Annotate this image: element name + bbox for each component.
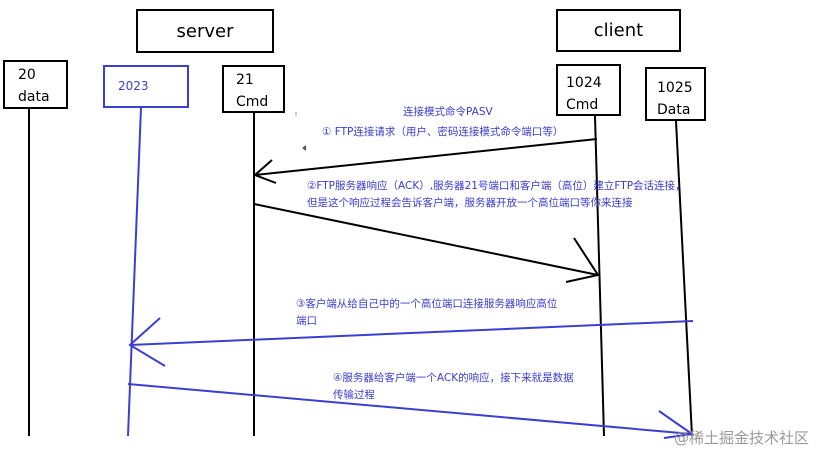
note-step2: ②FTP服务器响应（ACK）,服务器21号端口和客户端（高位）建立FTP会话连接… xyxy=(307,180,686,209)
port-20-box: 20 data xyxy=(3,60,68,109)
port-21-box: 21 Cmd xyxy=(222,65,285,113)
arrow-step4 xyxy=(127,383,695,439)
watermark: @稀土掘金技术社区 xyxy=(673,429,809,447)
port-1024-number: 1024 xyxy=(566,75,602,91)
stray-mark xyxy=(302,145,306,151)
arrow-step1 xyxy=(253,138,598,184)
note-step4: ④服务器给客户端一个ACK的响应，接下来就是数据传输过程 xyxy=(333,372,574,401)
server-header: server xyxy=(136,9,274,53)
port-20-number: 20 xyxy=(18,67,36,83)
server-label: server xyxy=(176,20,234,42)
port-1025-number: 1025 xyxy=(657,80,693,96)
lifeline-1024 xyxy=(594,115,605,437)
note-mode: 连接模式命令PASV xyxy=(403,106,493,118)
port-1024-box: 1024 Cmd xyxy=(556,64,621,116)
client-label: client xyxy=(593,20,644,41)
lifeline-1025 xyxy=(675,120,693,437)
port-2023-number: 2023 xyxy=(118,79,149,93)
note-step1: ① FTP连接请求（用户、密码连接模式命令端口等） xyxy=(322,126,564,138)
port-21-number: 21 xyxy=(236,72,254,88)
port-1025-label: Data xyxy=(657,102,691,118)
note-step3: ③客户端从给自己中的一个高位端口连接服务器响应高位端口 xyxy=(296,298,558,327)
port-2023-box: 2023 xyxy=(103,65,189,108)
lifeline-2023 xyxy=(127,107,142,437)
port-1024-label: Cmd xyxy=(566,97,599,113)
port-20-label: data xyxy=(18,89,50,105)
arrow-step2 xyxy=(253,203,600,283)
client-header: client xyxy=(556,9,681,52)
port-1025-box: 1025 Data xyxy=(645,67,706,121)
port-21-label: Cmd xyxy=(236,94,269,110)
arrow-step3 xyxy=(128,317,694,367)
